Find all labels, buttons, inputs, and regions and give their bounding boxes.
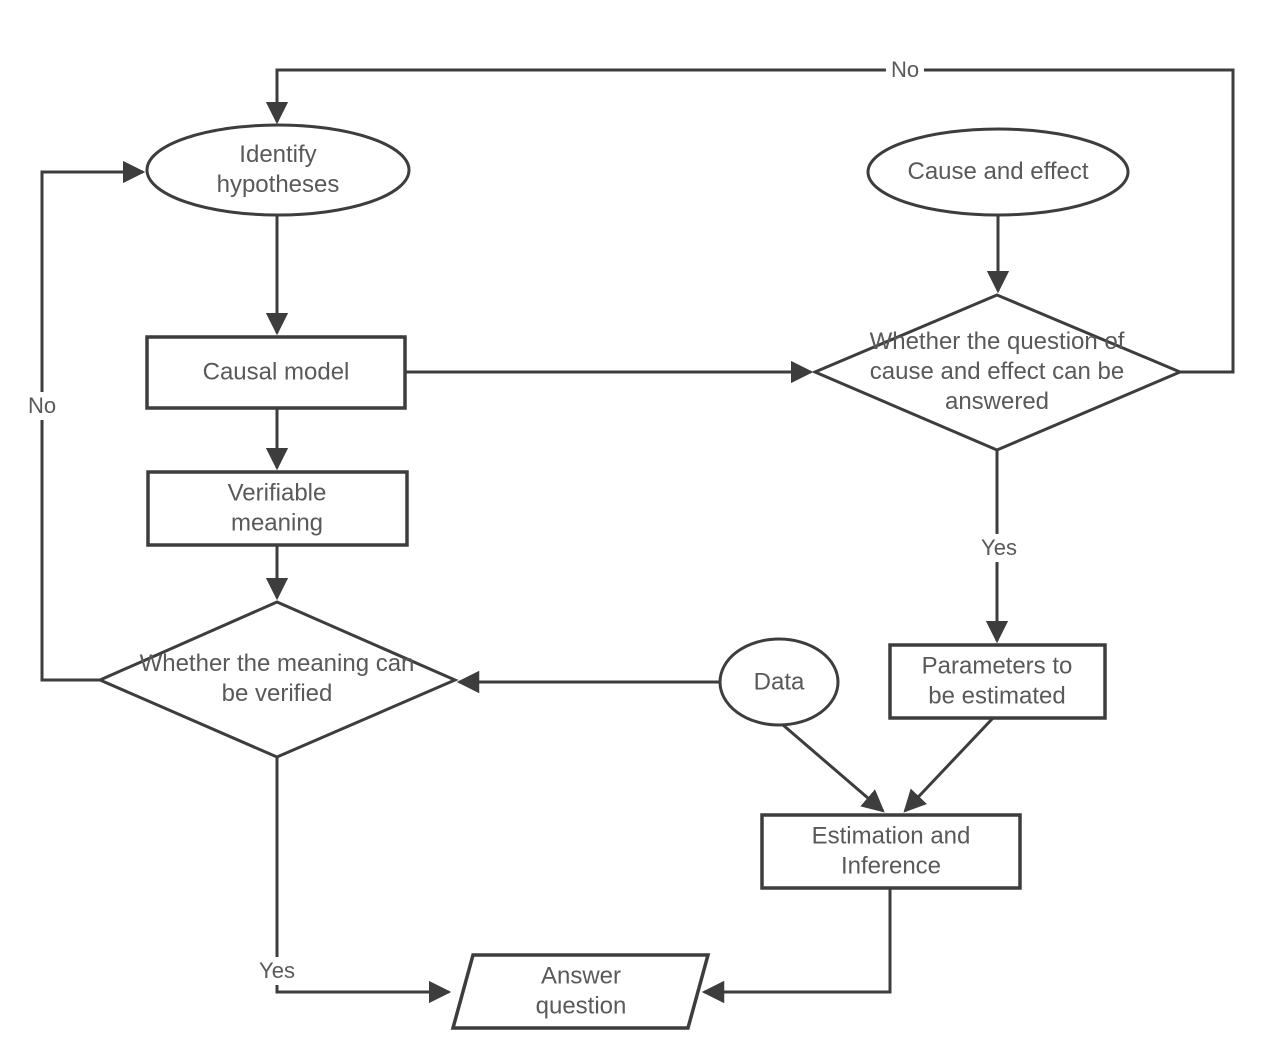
- edge-estimation-to-answer: [701, 888, 892, 1004]
- identify-hypotheses-ellipse: [145, 123, 411, 217]
- question-answerable-diamond: [811, 293, 1184, 452]
- edge-parameters-to-estimation: [903, 716, 995, 813]
- parameters-rect: [888, 643, 1107, 720]
- meaning-verifiable-diamond: [96, 600, 459, 759]
- data-ellipse: [718, 637, 840, 727]
- edge-meaning-diamond-yes-to-answer: [275, 757, 452, 1004]
- edge-data-to-estimation: [782, 723, 885, 813]
- causal-model-rect: [145, 335, 407, 410]
- cause-and-effect-ellipse: [866, 127, 1130, 217]
- verifiable-meaning-rect: [146, 470, 409, 547]
- estimation-rect: [760, 813, 1022, 890]
- answer-question-parallelogram: [450, 953, 711, 1030]
- edge-meaning-diamond-no-loop: [40, 160, 146, 682]
- edge-no-top-loop: [265, 68, 1235, 374]
